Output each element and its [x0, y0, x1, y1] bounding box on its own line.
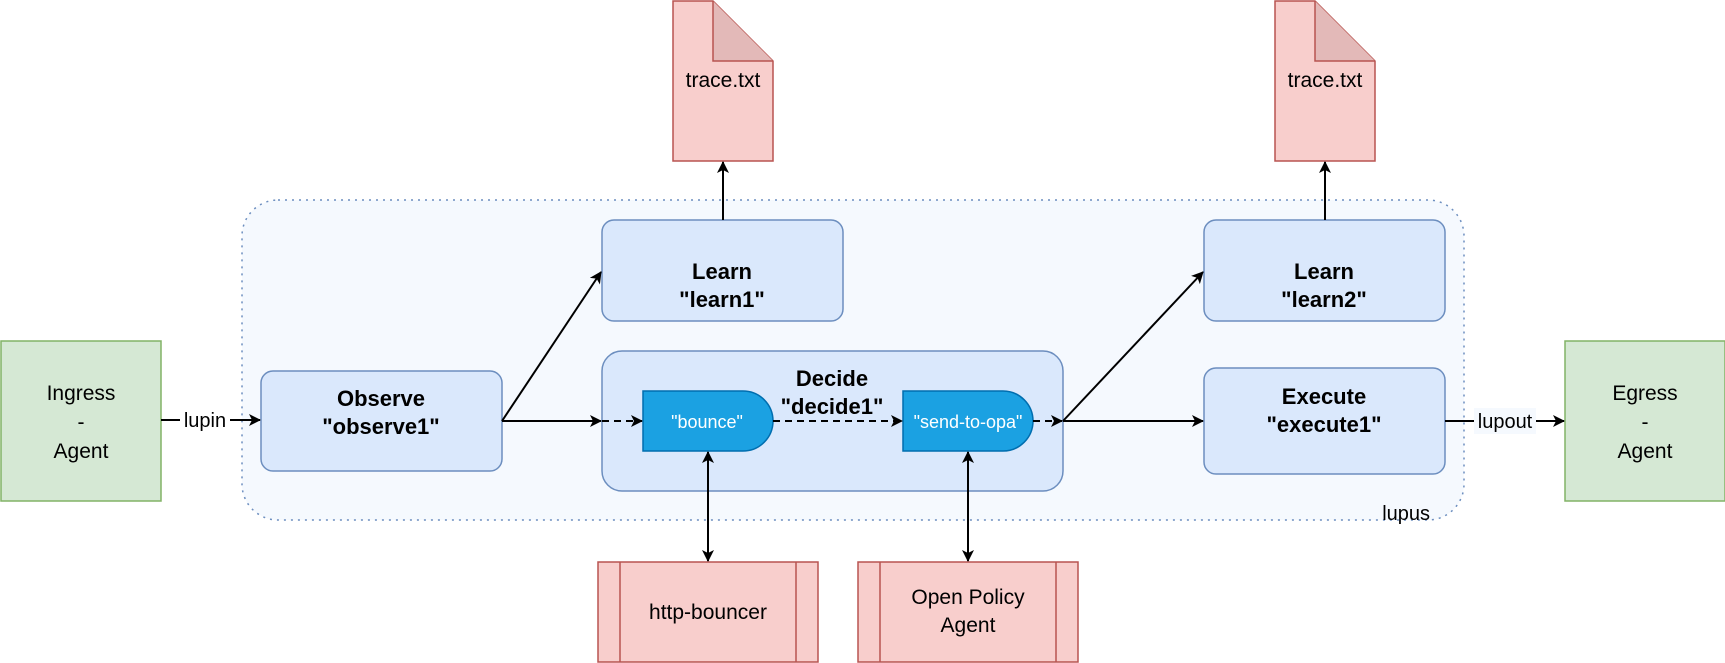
edge-label-lupin: lupin: [184, 410, 226, 432]
learn2-title: Learn: [1294, 259, 1354, 284]
http-bouncer-label: http-bouncer: [649, 601, 767, 624]
trace-file-1-label: trace.txt: [686, 69, 761, 92]
execute-title: Execute: [1282, 384, 1366, 409]
send-to-opa-action-label: "send-to-opa": [914, 412, 1023, 432]
send-to-opa-action[interactable]: "send-to-opa": [902, 390, 1034, 452]
ingress-agent[interactable]: Ingress - Agent: [0, 340, 162, 502]
observe-title: Observe: [337, 386, 425, 411]
open-policy-agent-service[interactable]: Open Policy Agent: [857, 561, 1079, 663]
execute-name: "execute1": [1266, 412, 1381, 437]
execute-element[interactable]: Execute "execute1": [1203, 367, 1446, 475]
container-label: lupus: [1382, 503, 1430, 525]
learn2-name: "learn2": [1281, 287, 1367, 312]
connectors: [161, 161, 1565, 562]
trace-file-2[interactable]: trace.txt: [1274, 0, 1376, 162]
decide-element[interactable]: Decide "decide1": [601, 350, 1064, 492]
egress-label-line2: -: [1642, 411, 1649, 434]
ingress-label-line1: Ingress: [47, 382, 116, 405]
edge-labels: lupin lupout: [180, 407, 1536, 434]
learn2-element[interactable]: Learn "learn2": [1203, 219, 1446, 322]
decide-title: Decide: [796, 366, 868, 391]
edge-label-lupout: lupout: [1478, 411, 1533, 433]
learn1-element[interactable]: Learn "learn1": [601, 219, 844, 322]
http-bouncer-service[interactable]: http-bouncer: [597, 561, 819, 663]
egress-label-line3: Agent: [1618, 440, 1673, 463]
trace-file-1[interactable]: trace.txt: [672, 0, 774, 162]
ingress-label-line2: -: [78, 411, 85, 434]
egress-label-line1: Egress: [1612, 382, 1677, 405]
edge-observe-to-learn1: [501, 271, 602, 422]
observe-element[interactable]: Observe "observe1": [260, 370, 503, 472]
learn1-title: Learn: [692, 259, 752, 284]
decide-name: "decide1": [781, 394, 884, 419]
open-policy-agent-label-line2: Agent: [941, 614, 996, 637]
trace-file-2-label: trace.txt: [1288, 69, 1363, 92]
edge-decide-to-learn2: [1062, 271, 1204, 422]
learn1-name: "learn1": [679, 287, 765, 312]
observe-name: "observe1": [322, 414, 439, 439]
open-policy-agent-label-line1: Open Policy: [911, 586, 1025, 609]
bounce-action-label: "bounce": [671, 412, 743, 432]
egress-agent[interactable]: Egress - Agent: [1564, 340, 1725, 502]
bounce-action[interactable]: "bounce": [642, 390, 774, 452]
ingress-label-line3: Agent: [54, 440, 109, 463]
